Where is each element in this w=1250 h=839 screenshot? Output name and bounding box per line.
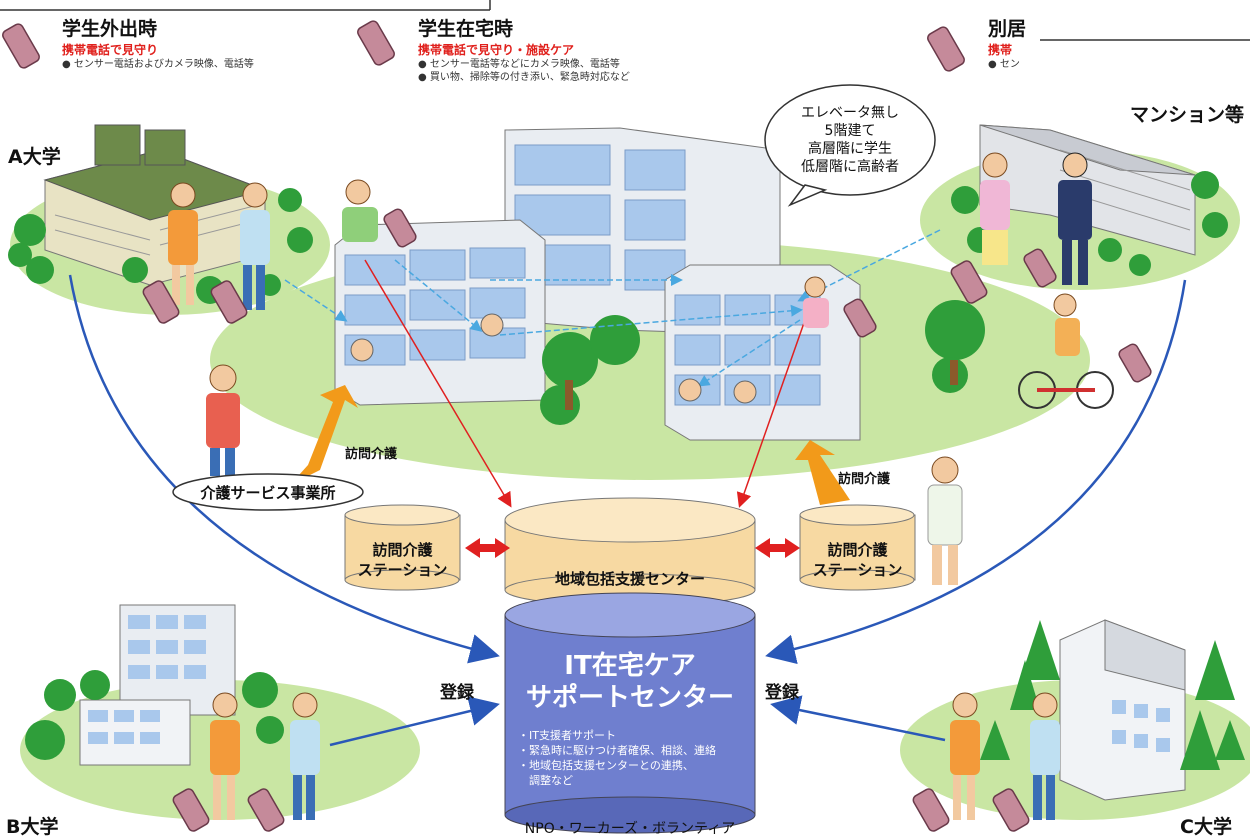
right-apartment [664,264,861,441]
station-right-cylinder [799,504,916,591]
a-univ-label: A大学 [8,146,61,168]
legend-bullet: ● 買い物、掃除等の付き添い、緊急時対応など [418,72,630,83]
legend-item-outing: 学生外出時 携帯電話で見守り ● センサー電話およびカメラ映像、電話等 [62,14,342,71]
legend-bullet: ● セン [988,59,1020,70]
registration-label-right: 登録 [765,683,799,703]
arrow-mansion-to-it [765,279,1187,665]
speech-bubble-shape [764,84,936,207]
station-left-cylinder [344,504,461,591]
station-left-label: 訪問介護ステーション [357,541,448,579]
regional-center-cylinder [504,497,756,607]
it-center-label: IT在宅ケア サポートセンター [505,650,755,714]
it-center-description: ・IT支援者サポート ・緊急時に駆けつけ者確保、相談、連絡 ・地域包括支援センタ… [518,729,716,787]
central-trees [540,300,985,425]
mansion-label: マンション等 [1130,104,1245,126]
legend-sub: 携帯電話で見守り [62,43,159,57]
c-univ-trees [980,620,1245,770]
visit-care-label-left: 訪問介護 [345,447,398,462]
visit-care-arrows [290,385,850,505]
it-center-cylinder [504,592,756,834]
legend-bullet: ● センサー電話等などにカメラ映像、電話等 [418,59,620,70]
mobile-phone-icons [2,20,1152,832]
care-office-label: 介護サービス事業所 [200,484,336,502]
b-univ-building [79,604,236,766]
legend-item-home: 学生在宅時 携帯電話で見守り・施設ケア ● センサー電話等などにカメラ映像、電話… [418,14,718,84]
legend-item-separate: 別居 携帯 ● セン [988,14,1048,71]
station-right-label: 訪問介護ステーション [812,541,903,579]
a-univ-building [43,124,267,286]
speech-bubble-text: エレベータ無し 5階建て 高層階に学生 低層階に高齢者 [801,105,899,175]
legend-sub: 携帯 [988,43,1013,57]
regional-center-label: 地域包括支援センター [554,570,705,588]
c-univ-label: C大学 [1180,816,1232,838]
left-apartment [334,219,546,406]
people-figures [168,152,1114,820]
b-univ-label: B大学 [6,816,59,838]
emergency-links [364,259,806,508]
legend-title: 学生在宅時 [418,18,514,40]
visit-care-label-right: 訪問介護 [838,472,891,487]
c-univ-building [1059,619,1186,801]
legend-title: 学生外出時 [62,18,158,40]
arrow-b-to-it [329,696,500,747]
bottom-caption: NPO・ワーカーズ・ボランティア [524,821,736,837]
care-office-oval [172,473,364,511]
arrow-c-to-it [770,695,946,742]
registration-label-left: 登録 [440,683,474,703]
legend-title: 別居 [988,18,1027,40]
arrow-a-to-it [68,274,500,664]
legend-sub: 携帯電話で見守り・施設ケア [418,43,575,57]
it-center-title-1: IT在宅ケア [564,651,696,681]
legend-bullet: ● センサー電話およびカメラ映像、電話等 [62,59,254,70]
b-univ-trees [25,670,284,760]
it-center-title-2: サポートセンター [525,683,734,713]
